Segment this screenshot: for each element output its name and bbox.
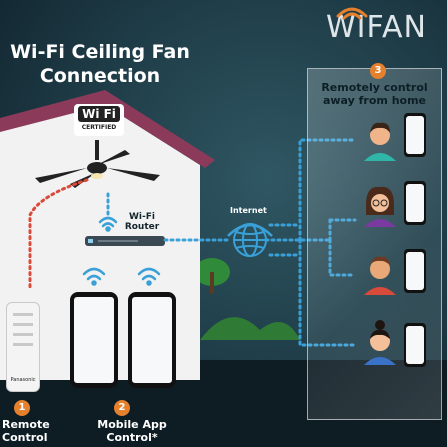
internet-user-lines — [264, 138, 357, 347]
phone-2 — [128, 292, 176, 388]
step-2-line-2: Control* — [106, 431, 158, 444]
remote-signal-line — [28, 178, 89, 292]
title-line-2: Connection — [39, 65, 161, 87]
hill — [200, 317, 300, 340]
phone1-wifi-icon — [82, 267, 106, 286]
remote-button — [13, 313, 33, 316]
wifi-logo: Wi Fi — [78, 106, 120, 122]
remote-button — [13, 343, 33, 346]
user-2-phone-screen — [406, 184, 424, 222]
user-4-phone-screen — [406, 326, 424, 364]
user-3-phone-screen — [406, 252, 424, 290]
step-3-badge: 3 — [370, 63, 386, 79]
router-wifi-icon — [98, 216, 118, 232]
brand-wifi-icon — [336, 7, 368, 20]
user-avatar-4 — [364, 320, 396, 365]
remote-button — [13, 323, 33, 326]
globe-icon — [227, 223, 273, 257]
step-2-line-1: Mobile App — [97, 418, 167, 431]
title-line-1: Wi-Fi Ceiling Fan — [10, 41, 190, 63]
remote-heading-line-1: Remotely control — [321, 81, 428, 94]
router-icon — [85, 236, 165, 246]
remote-heading-line-2: away from home — [322, 94, 427, 107]
remote-control-panel: 3 Remotely control away from home — [307, 63, 442, 420]
brand-logo: WIFAN — [326, 10, 427, 45]
page-title: Wi-Fi Ceiling Fan Connection — [0, 40, 200, 88]
phone-1 — [70, 292, 118, 388]
router-label: Wi-Fi Router — [122, 212, 162, 232]
router-label-line-1: Wi-Fi — [129, 212, 155, 222]
remote-section-heading: Remotely control away from home — [308, 81, 441, 107]
house-roof — [0, 90, 215, 168]
wifi-certified-badge: Wi Fi CERTIFIED — [74, 104, 124, 136]
step-2-caption: Mobile App Control* — [92, 418, 172, 444]
step-1-badge: 1 — [14, 400, 30, 416]
remote-brand: Panasonic — [10, 377, 36, 383]
step-2-badge: 2 — [114, 400, 130, 416]
tree-trunk — [210, 272, 214, 294]
user-1-phone-screen — [406, 116, 424, 154]
remote-button — [13, 333, 33, 336]
user-avatar-2 — [364, 186, 396, 227]
internet-label: Internet — [230, 206, 267, 215]
phone2-wifi-icon — [137, 267, 161, 286]
user-3-phone — [404, 249, 426, 293]
user-1-phone — [404, 113, 426, 157]
step-1-line-1: Remote — [2, 418, 50, 431]
user-2-phone — [404, 181, 426, 225]
ceiling-fan-icon — [35, 140, 160, 188]
user-avatar-3 — [364, 256, 396, 295]
certified-label: CERTIFIED — [81, 124, 117, 131]
step-1-line-2: Control — [2, 431, 48, 444]
step-1-caption: Remote Control — [2, 418, 52, 444]
phone-1-screen — [74, 297, 114, 383]
phone-2-screen — [132, 297, 172, 383]
router-label-line-2: Router — [124, 222, 160, 232]
remote-control-device: Panasonic — [6, 302, 40, 392]
user-avatar-1 — [364, 122, 396, 161]
user-4-phone — [404, 323, 426, 367]
